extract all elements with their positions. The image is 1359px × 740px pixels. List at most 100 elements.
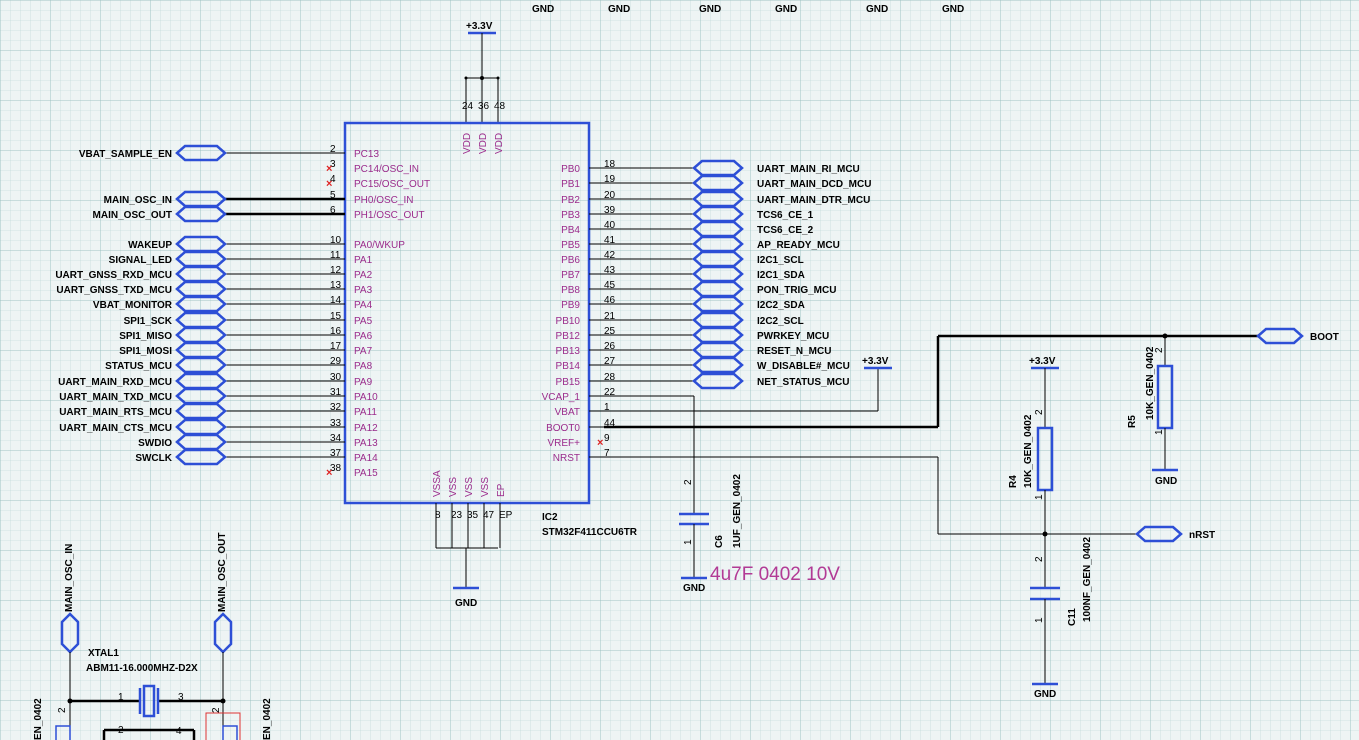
pin-name: PB9 (561, 300, 580, 311)
net-port[interactable] (692, 174, 744, 192)
vbat-power-net[interactable]: +3.3V (604, 356, 892, 412)
pin-number: 45 (604, 280, 616, 291)
pin-name: PB15 (556, 377, 581, 388)
vdd-power-net[interactable]: +3.3V (464, 21, 500, 123)
net-port[interactable] (175, 356, 227, 374)
pin-number: 29 (330, 356, 342, 367)
xtal-net-out-label: MAIN_OSC_OUT (217, 533, 228, 612)
pin-number: 39 (604, 205, 616, 216)
net-port[interactable] (175, 205, 227, 223)
pin-name: PB4 (561, 225, 580, 236)
gnd-pin-number: 8 (435, 510, 441, 521)
vdd-pin-number: 24 (462, 101, 474, 112)
net-label: AP_READY_MCU (757, 240, 840, 251)
vdd-pin-name: VDD (494, 133, 505, 154)
mcu-ground-net[interactable]: GND (436, 547, 498, 609)
top-gnd-labels: GND GND GND GND GND GND (532, 4, 964, 15)
pin-number: 19 (604, 174, 616, 185)
pin-number: 21 (604, 311, 616, 322)
net-port[interactable] (692, 356, 744, 374)
boot-port[interactable] (1256, 327, 1304, 345)
no-connect-marker: × (326, 467, 332, 479)
c11-capacitor[interactable]: GND 2 1 C11 100NF_GEN_0402 (1030, 537, 1093, 700)
c6-capacitor[interactable]: 2 1 C6 1UF_GEN_0402 GND 4u7F 0402 10V (604, 395, 840, 594)
pin-number: 42 (604, 250, 616, 261)
net-label: I2C1_SDA (757, 270, 805, 281)
net-label: TCS6_CE_1 (757, 210, 814, 221)
r5-pin-top: 2 (1154, 347, 1165, 353)
nrst-port[interactable] (1135, 525, 1183, 543)
pin-number: 43 (604, 265, 616, 276)
r4-resistor[interactable]: +3.3V 2 1 R4 10K_GEN_0402 (1008, 356, 1059, 588)
net-label: UART_MAIN_DCD_MCU (757, 179, 871, 190)
pin-name: PA10 (354, 392, 378, 403)
pin-name: PA11 (354, 407, 377, 418)
xtal1-crystal[interactable]: MAIN_OSC_IN MAIN_OSC_OUT XTAL1 ABM11-16.… (33, 533, 273, 740)
pin-number: 3 (330, 159, 336, 170)
xtal-pin-3: 3 (178, 692, 184, 703)
net-port[interactable] (692, 295, 744, 313)
right-pin-vref-[interactable]: VREF+9× (547, 433, 610, 449)
net-port[interactable] (175, 144, 227, 162)
xtal-part: ABM11-16.000MHZ-D2X (86, 663, 198, 674)
r5-resistor[interactable]: GND 2 1 R5 10K_GEN_0402 (1127, 346, 1178, 487)
gnd-label: GND (942, 4, 964, 15)
gnd-pin-name: VSS (448, 477, 459, 497)
r5-ref: R5 (1127, 415, 1138, 428)
gnd-label: GND (866, 4, 888, 15)
c6-ref: C6 (714, 535, 725, 548)
xtal-cap-left-pin: 2 (57, 707, 68, 713)
mcu-gnd-label: GND (455, 598, 477, 609)
pin-number: 13 (330, 280, 342, 291)
mcu-body[interactable] (343, 121, 591, 505)
pin-number: 27 (604, 356, 616, 367)
gnd-label: GND (699, 4, 721, 15)
pin-number: 18 (604, 159, 616, 170)
net-port[interactable] (175, 402, 227, 420)
net-label: VBAT_SAMPLE_EN (79, 149, 172, 160)
boot-net[interactable]: BOOT (604, 327, 1339, 429)
gnd-pin-name: VSS (464, 477, 475, 497)
net-port[interactable] (692, 372, 744, 390)
net-port[interactable] (175, 295, 227, 313)
gnd-label: GND (775, 4, 797, 15)
pin-name: PA5 (354, 316, 373, 327)
pin-name: PA6 (354, 331, 373, 342)
pin-name: NRST (553, 453, 580, 464)
net-label: SWDIO (138, 438, 172, 449)
pin-number: 16 (330, 326, 342, 337)
vdd-power-label: +3.3V (466, 21, 493, 32)
net-label: VBAT_MONITOR (93, 300, 173, 311)
net-label: TCS6_CE_2 (757, 225, 814, 236)
pin-name: BOOT0 (546, 423, 580, 434)
nrst-net[interactable]: nRST (604, 456, 1215, 543)
boot-port-label: BOOT (1310, 332, 1339, 343)
pin-name: PB0 (561, 164, 580, 175)
c11-gnd-label: GND (1034, 689, 1056, 700)
net-label: UART_MAIN_RXD_MCU (58, 377, 172, 388)
left-pin-column: PC132VBAT_SAMPLE_ENPC14/OSC_IN3×PC15/OSC… (55, 144, 430, 479)
left-pin-pc14-osc-in[interactable]: PC14/OSC_IN3× (326, 159, 419, 175)
net-port[interactable] (175, 448, 227, 466)
xtal-cap-left-value: EN_0402 (33, 698, 44, 740)
net-label: PON_TRIG_MCU (757, 285, 836, 296)
xtal-pin-4: 4 (176, 726, 182, 737)
